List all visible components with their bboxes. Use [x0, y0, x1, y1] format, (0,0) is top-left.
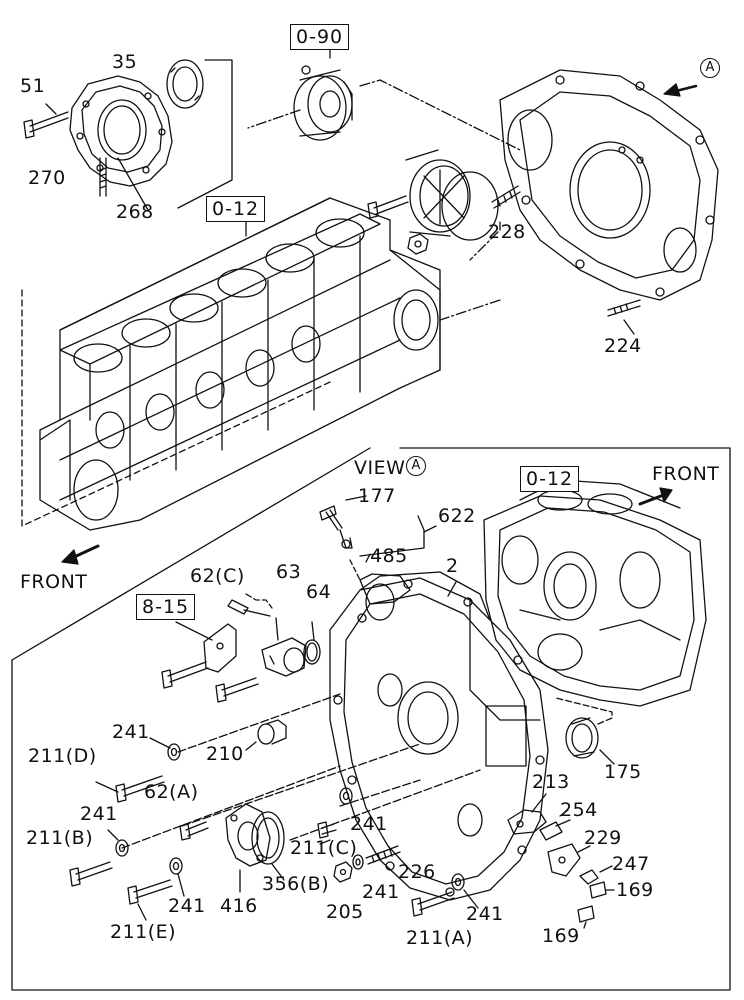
- part-label-247[interactable]: 247: [612, 853, 650, 875]
- bolt-cover: [367, 195, 409, 219]
- ref-label-0-12-block[interactable]: 0-12: [206, 196, 266, 222]
- part-label-229[interactable]: 229: [584, 827, 622, 849]
- bolt-211b: [69, 861, 113, 887]
- part-label-211d[interactable]: 211(D): [28, 745, 97, 767]
- part-label-2[interactable]: 2: [446, 555, 459, 577]
- part-label-226[interactable]: 226: [398, 861, 436, 883]
- part-label-205[interactable]: 205: [326, 901, 364, 923]
- part-label-62c[interactable]: 62(C): [190, 565, 245, 587]
- nut-205: [333, 861, 353, 883]
- part-label-241-c[interactable]: 241: [350, 813, 388, 835]
- connector-169a: [589, 881, 607, 899]
- bolt-211d: [115, 775, 165, 803]
- o-ring-64: [303, 639, 321, 665]
- part-label-62a[interactable]: 62(A): [144, 781, 199, 803]
- part-label-270[interactable]: 270: [28, 167, 66, 189]
- washer-241c: [169, 857, 183, 875]
- part-label-416[interactable]: 416: [220, 895, 258, 917]
- ref-label-8-15[interactable]: 8-15: [136, 594, 196, 620]
- washer-241b: [115, 839, 129, 857]
- bolt-bracket: [161, 661, 209, 689]
- view-a-marker-icon: A: [700, 58, 720, 78]
- part-label-241-a[interactable]: 241: [112, 721, 150, 743]
- view-label: VIEW: [354, 457, 406, 479]
- view-a-circle-icon: A: [406, 456, 426, 476]
- stud-226: [365, 845, 401, 865]
- ref-label-0-90[interactable]: 0-90: [290, 24, 350, 50]
- part-label-268[interactable]: 268: [116, 201, 154, 223]
- cover-plate: [405, 149, 499, 241]
- component-090: [293, 65, 353, 141]
- flywheel-housing-main: [329, 571, 549, 901]
- plug-210: [257, 719, 287, 745]
- part-label-175[interactable]: 175: [604, 761, 642, 783]
- stud-224: [607, 299, 641, 317]
- clip-247: [579, 869, 599, 885]
- washer-241e: [352, 854, 364, 870]
- bolt-211e: [127, 879, 173, 905]
- washer-241f: [451, 873, 465, 891]
- part-label-241-b[interactable]: 241: [80, 803, 118, 825]
- part-label-241-f[interactable]: 241: [466, 903, 504, 925]
- part-label-35[interactable]: 35: [112, 51, 138, 73]
- part-label-63[interactable]: 63: [276, 561, 302, 583]
- oil-seal-35: [166, 59, 204, 109]
- view-frame: [11, 447, 731, 991]
- plate-213: [507, 809, 547, 835]
- front-label-left: FRONT: [20, 571, 88, 593]
- part-label-228[interactable]: 228: [488, 221, 526, 243]
- stud-228: [491, 185, 521, 209]
- part-label-169-b[interactable]: 169: [542, 925, 580, 947]
- ref-label-0-12-view[interactable]: 0-12: [520, 466, 580, 492]
- bracket-229: [547, 843, 581, 877]
- part-label-51[interactable]: 51: [20, 75, 46, 97]
- part-label-211a[interactable]: 211(A): [406, 927, 474, 949]
- part-label-213[interactable]: 213: [532, 771, 570, 793]
- connector-169b: [577, 905, 595, 923]
- part-label-210[interactable]: 210: [206, 743, 244, 765]
- bolt-211c: [317, 821, 337, 839]
- bolt-177: [319, 505, 353, 549]
- part-label-177[interactable]: 177: [358, 485, 396, 507]
- part-label-211b[interactable]: 211(B): [26, 827, 94, 849]
- nut-cover: [407, 233, 429, 255]
- bracket-815: [203, 623, 237, 673]
- part-label-224[interactable]: 224: [604, 335, 642, 357]
- part-label-241-e[interactable]: 241: [168, 895, 206, 917]
- cylinder-block: [39, 197, 441, 531]
- front-label-right: FRONT: [652, 463, 720, 485]
- part-label-169-a[interactable]: 169: [616, 879, 654, 901]
- oil-seal-175: [565, 717, 599, 759]
- part-label-254[interactable]: 254: [560, 799, 598, 821]
- flywheel-housing-top: [499, 69, 719, 301]
- part-label-485[interactable]: 485: [370, 545, 408, 567]
- part-label-64[interactable]: 64: [306, 581, 332, 603]
- bolt-211a: [411, 891, 455, 917]
- oil-seal-retainer-268: [69, 75, 173, 187]
- part-label-622[interactable]: 622: [438, 505, 476, 527]
- stud-270: [99, 157, 107, 197]
- block-view-a: [483, 479, 707, 707]
- part-label-211e[interactable]: 211(E): [110, 921, 177, 943]
- part-label-241-d[interactable]: 241: [362, 881, 400, 903]
- gasket-356b: [251, 811, 285, 865]
- housing-63: [261, 637, 307, 677]
- bolt-62a: [179, 821, 209, 841]
- bolt-63: [215, 677, 259, 703]
- washer-241a: [167, 743, 181, 761]
- part-label-211c[interactable]: 211(C): [290, 837, 358, 859]
- bolt-51: [23, 111, 69, 139]
- sensor-254: [539, 819, 571, 841]
- part-label-356b[interactable]: 356(B): [262, 873, 330, 895]
- washer-241d: [339, 787, 353, 805]
- bolt-62c: [227, 599, 271, 617]
